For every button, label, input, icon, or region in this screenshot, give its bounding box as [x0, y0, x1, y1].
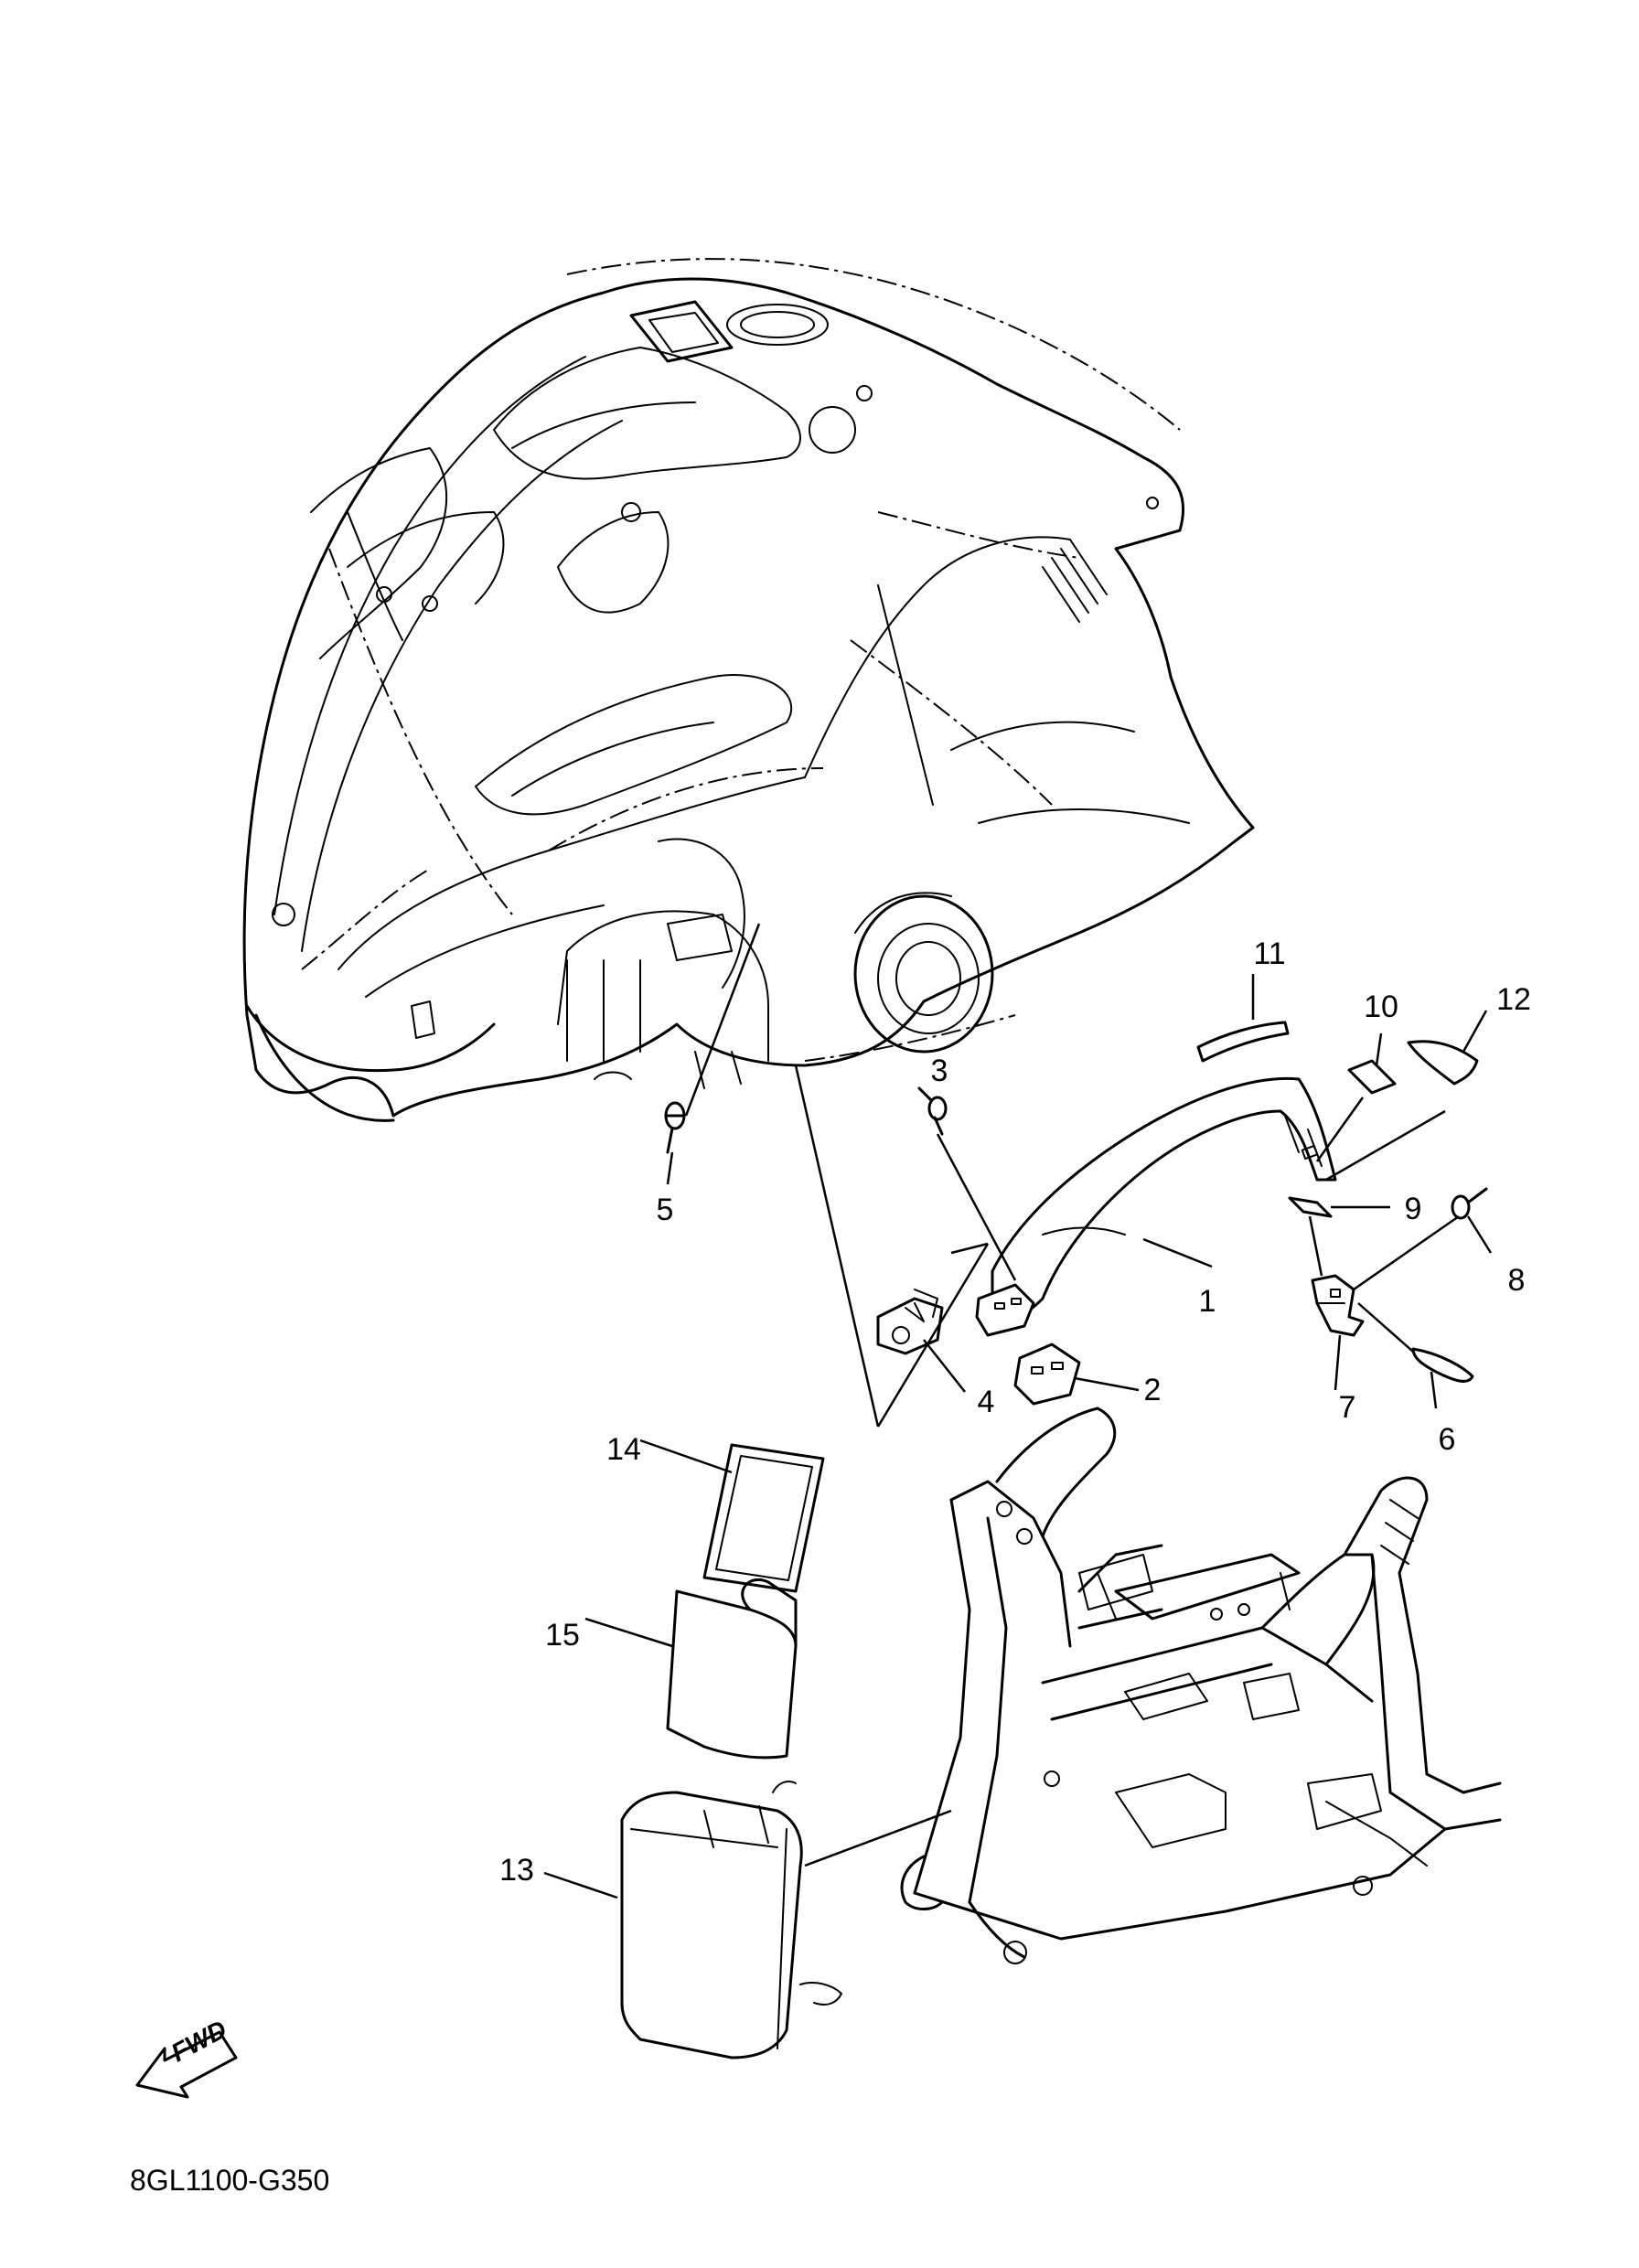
frame-drawing: [900, 1407, 1502, 1964]
callout-7: 7: [1338, 1390, 1356, 1425]
callout-5: 5: [656, 1193, 674, 1227]
part-5-rivet-drawing: [664, 1101, 686, 1154]
part-12-label-drawing: [1407, 1040, 1479, 1086]
callout-11: 11: [1253, 936, 1286, 971]
part-13-case-drawing: [620, 1781, 842, 2059]
drawing-code: 8GL1100-G350: [130, 2164, 330, 2197]
callout-10: 10: [1364, 990, 1398, 1024]
part-10-label-drawing: [1347, 1059, 1397, 1095]
callout-6: 6: [1438, 1422, 1456, 1457]
part-2-bracket-drawing: [975, 1283, 1081, 1406]
part-7-bracket-drawing: [1311, 1274, 1365, 1337]
callout-12: 12: [1496, 982, 1531, 1017]
part-8-rivet-drawing: [1451, 1187, 1488, 1220]
part-6-clip-drawing: [1411, 1347, 1474, 1383]
callout-9: 9: [1404, 1192, 1422, 1226]
callout-13: 13: [499, 1853, 534, 1888]
part-11-label-drawing: [1196, 1021, 1290, 1063]
fwd-arrow-icon: [135, 2030, 238, 2099]
callout-4: 4: [977, 1385, 995, 1419]
callout-8: 8: [1507, 1263, 1526, 1298]
body-shroud-drawing: [242, 258, 1255, 1122]
part-4-bracket-drawing: [876, 1289, 944, 1355]
part-15-cover-drawing: [666, 1578, 798, 1760]
callout-2: 2: [1143, 1373, 1162, 1407]
callout-15: 15: [545, 1618, 580, 1653]
callout-14: 14: [606, 1432, 641, 1467]
part-9-spacer-drawing: [1288, 1196, 1333, 1218]
rear-fender-drawing: [991, 1076, 1337, 1322]
leader-lines: [543, 923, 1493, 1899]
callout-1: 1: [1198, 1284, 1216, 1319]
callout-3: 3: [930, 1054, 948, 1088]
part-14-pad-drawing: [702, 1443, 825, 1593]
part-3-rivet-drawing: [917, 1086, 948, 1136]
